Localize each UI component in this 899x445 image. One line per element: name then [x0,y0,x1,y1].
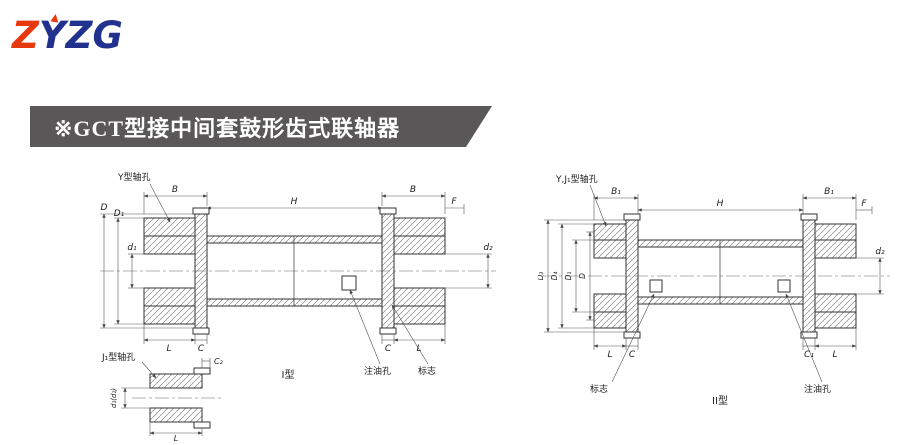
dim-label-b1-right: B₁ [824,187,834,197]
middle-sleeve-top-wall [637,239,804,248]
dimension-lines [100,192,492,436]
title-banner: ※GCT型接中间套鼓形齿式联轴器 [30,106,492,147]
mark-marker [649,279,663,293]
leader-lines [589,184,823,383]
dim-label-l-left: L [607,350,612,360]
mark-label: 标志 [590,383,608,395]
dim-label-f: F [861,199,867,209]
type-ii-drawing: B₁ H B₁ F D₃ D₄ D₁ D d₂ L C C₁ L Y,J₁型轴孔… [538,173,890,407]
left-flange [194,213,208,329]
leader-lines [141,183,429,379]
company-logo[interactable]: ZYZG [12,12,123,60]
dim-label-D4: D₄ [550,272,559,281]
j1-detail-view [149,367,211,429]
type-i-label: I型 [282,368,295,381]
right-flange [802,219,816,333]
dim-label-D1: D₁ [114,209,125,219]
logo-letter-y: Y [38,14,66,57]
right-hub-bottom [814,293,857,329]
type-ii-label: II型 [712,394,728,407]
dim-label-d2: d₂ [483,243,493,253]
oil-hole-marker [341,275,357,291]
detail-dim-label-d1d2: d₁(d₂) [110,388,118,408]
middle-sleeve-bottom-wall [637,296,804,305]
dim-label-l-right: L [832,350,837,360]
j1-bore-label: J₁型轴孔 [101,351,135,363]
centerline [100,270,496,399]
dim-label-b1-left: B₁ [611,187,621,197]
dim-label-h: H [291,197,298,207]
dim-label-b-right: B [410,185,416,195]
y-bore-label: Y型轴孔 [117,171,151,183]
logo-accent-mark [50,13,60,23]
logo-letter-z1: Z [12,14,39,57]
oil-hole-label: 注油孔 [364,365,391,377]
detail-dim-label-c2: C₂ [214,357,224,366]
dim-label-l-right: L [416,344,421,354]
dim-label-b-left: B [172,185,178,195]
left-hub-top [593,223,627,259]
detail-dim-label-l: L [174,434,178,442]
middle-sleeve-top-wall [206,235,383,244]
page-title: ※GCT型接中间套鼓形齿式联轴器 [54,115,401,141]
dim-label-D: D [101,203,108,213]
left-flange [625,219,639,333]
dim-label-c: C [629,350,636,360]
dim-label-D3: D₃ [538,272,545,281]
dim-label-c1: C₁ [804,350,814,360]
dim-label-d1: d₁ [127,243,137,253]
dim-label-h: H [717,199,724,209]
right-hub-top [814,223,857,259]
oil-hole-label: 注油孔 [804,383,831,395]
dim-label-l-left: L [166,344,171,354]
yj1-bore-label: Y,J₁型轴孔 [555,173,598,185]
dim-label-d2: d₂ [875,247,885,257]
coupling-geometry [143,207,446,335]
right-flange [381,213,395,329]
left-hub-bottom [593,293,627,329]
dim-label-D: D [578,273,587,279]
dimension-lines [544,194,884,350]
coupling-geometry [593,213,857,339]
logo-letter-z2: Z [65,14,93,57]
oil-hole-marker [777,279,791,293]
dim-label-D1: D₁ [564,272,573,281]
dim-label-c-right: C [385,344,392,354]
type-i-drawing: B H B F D D₁ d₁ d₂ L C C L C₂ L d₁(d₂) Y… [100,171,496,442]
dim-label-c-left: C [198,344,205,354]
mark-label: 标志 [418,365,436,377]
dim-label-f: F [451,197,457,207]
logo-letter-g: G [92,14,123,57]
